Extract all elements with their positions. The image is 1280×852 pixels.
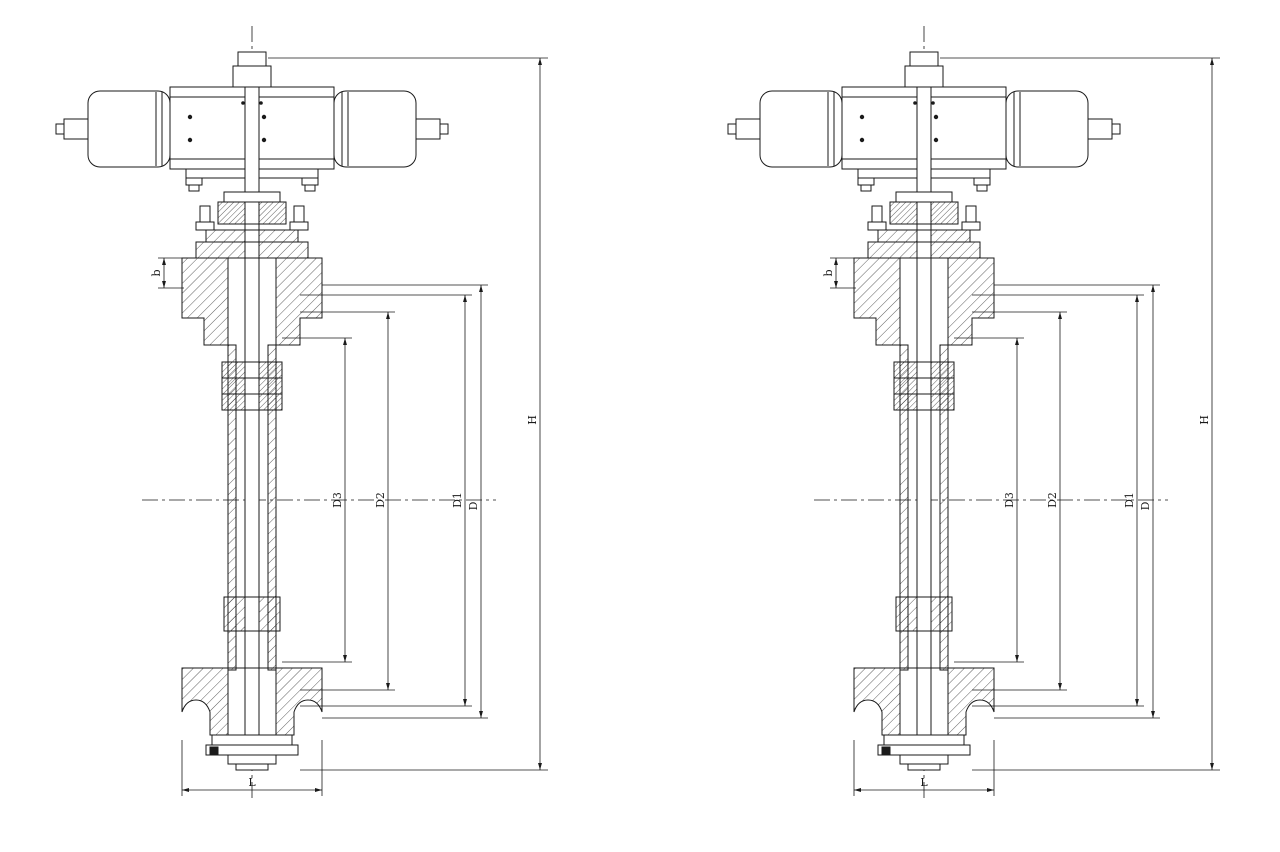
dim-label-d: D bbox=[467, 501, 480, 510]
valve-view-left: D3 D2 D1 D H L b bbox=[55, 25, 548, 803]
dim-label-l: L bbox=[248, 776, 256, 789]
dim-label-h: H bbox=[526, 415, 539, 425]
valve-view-right: D3 D2 D1 D H L b bbox=[727, 25, 1220, 803]
dim-label-l: L bbox=[920, 776, 928, 789]
dim-label-d3: D3 bbox=[1003, 492, 1016, 508]
dim-label-d1: D1 bbox=[451, 492, 464, 508]
dim-label-d3: D3 bbox=[331, 492, 344, 508]
dim-label-d1: D1 bbox=[1123, 492, 1136, 508]
dim-label-b: b bbox=[822, 269, 835, 276]
dim-label-d: D bbox=[1139, 501, 1152, 510]
dim-label-d2: D2 bbox=[374, 492, 387, 508]
dim-label-d2: D2 bbox=[1046, 492, 1059, 508]
dim-label-h: H bbox=[1198, 415, 1211, 425]
dim-label-b: b bbox=[150, 269, 163, 276]
